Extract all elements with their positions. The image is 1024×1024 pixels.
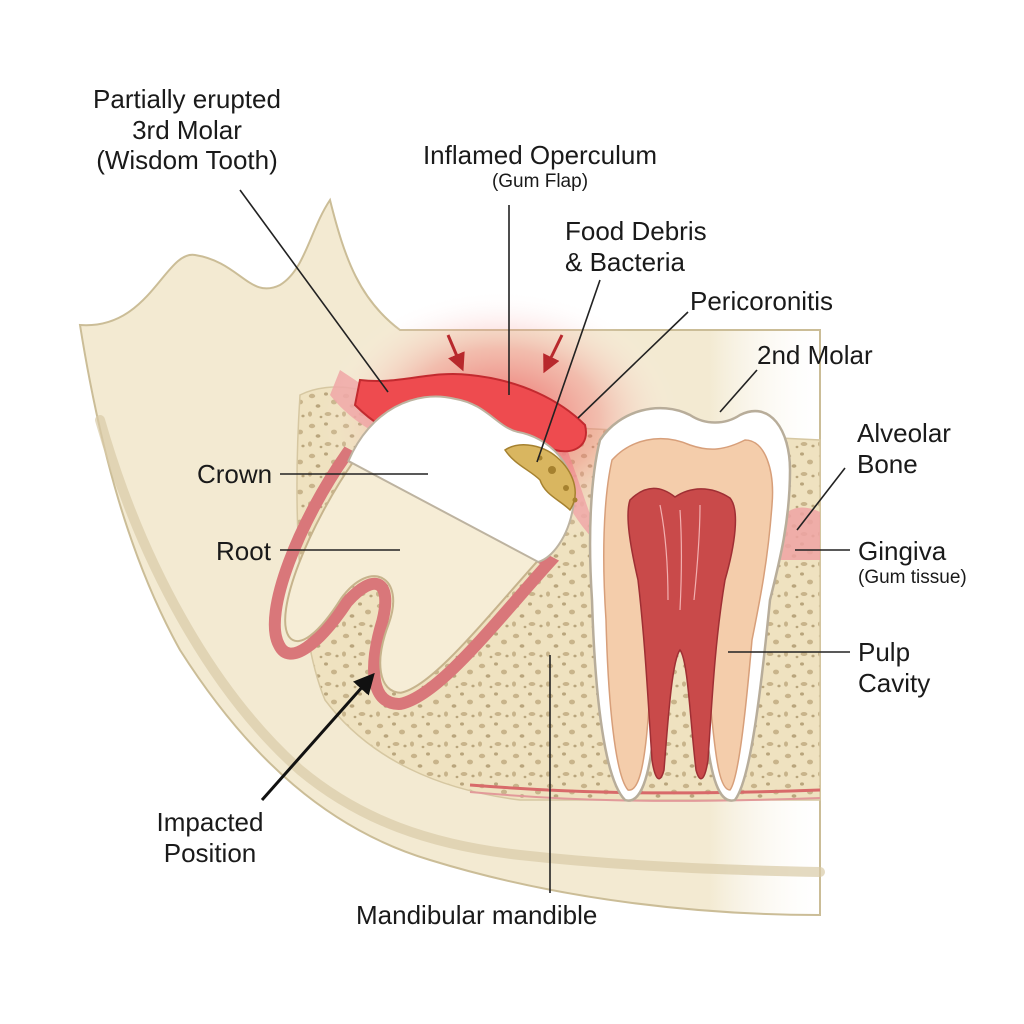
label-partially-erupted: Partially erupted 3rd Molar (Wisdom Toot…: [82, 84, 292, 176]
label-operculum: Inflamed Operculum (Gum Flap): [405, 140, 675, 193]
label-food-debris: Food Debris & Bacteria: [565, 216, 707, 277]
label-pulp-cavity: Pulp Cavity: [858, 637, 930, 698]
label-pericoronitis: Pericoronitis: [690, 286, 833, 317]
label-root: Root: [216, 536, 271, 567]
label-impacted-position: Impacted Position: [140, 807, 280, 868]
label-gingiva: Gingiva (Gum tissue): [858, 536, 967, 589]
label-crown: Crown: [197, 459, 272, 490]
label-second-molar: 2nd Molar: [757, 340, 873, 371]
label-alveolar-bone: Alveolar Bone: [857, 418, 951, 479]
label-mandible: Mandibular mandible: [356, 900, 597, 931]
